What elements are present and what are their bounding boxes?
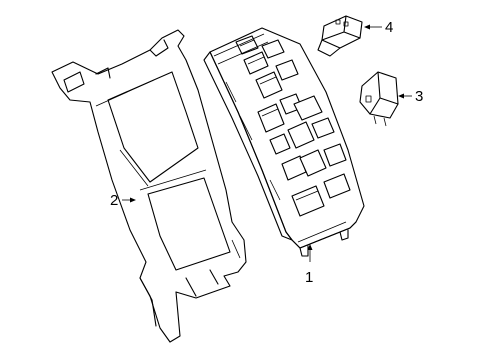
part-4-connector [317, 15, 363, 57]
callout-1: 1 [305, 269, 313, 286]
callout-3: 3 [415, 88, 423, 105]
part-2-bracket [51, 29, 247, 343]
leader-lines [122, 24, 412, 262]
callout-4: 4 [385, 19, 393, 36]
callout-2: 2 [110, 192, 118, 209]
part-1-fuse-box [203, 27, 365, 257]
part-3-relay [359, 71, 399, 127]
